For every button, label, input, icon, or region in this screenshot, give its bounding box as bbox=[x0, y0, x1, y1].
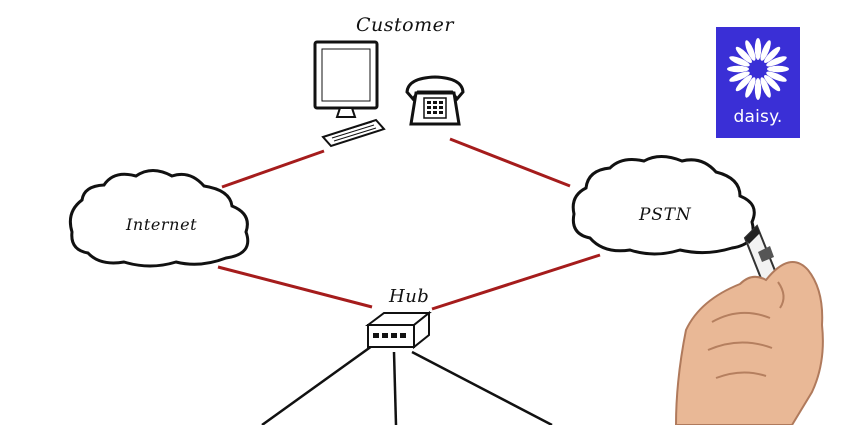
link-internet-hub bbox=[217, 265, 373, 309]
link-hub-down-center bbox=[392, 351, 398, 425]
link-pstn-hub bbox=[431, 253, 601, 311]
link-hub-down-left bbox=[261, 344, 373, 425]
cloud-icon-pstn bbox=[571, 155, 756, 256]
hand-with-marker bbox=[674, 224, 824, 425]
cloud-icon-internet bbox=[68, 169, 250, 268]
pstn-label: PSTN bbox=[639, 205, 692, 225]
link-customer-internet bbox=[221, 149, 325, 189]
logo-text: daisy. bbox=[733, 107, 783, 127]
link-hub-down-right bbox=[411, 350, 553, 425]
telephone-icon bbox=[405, 75, 465, 126]
daisy-flower-icon bbox=[727, 38, 789, 100]
link-customer-pstn bbox=[449, 137, 571, 188]
hub-label: Hub bbox=[389, 286, 430, 307]
customer-label: Customer bbox=[356, 14, 454, 36]
computer-icon bbox=[313, 40, 386, 148]
internet-label: Internet bbox=[126, 215, 198, 234]
hub-icon bbox=[365, 310, 432, 350]
daisy-logo: daisy. bbox=[716, 27, 800, 138]
